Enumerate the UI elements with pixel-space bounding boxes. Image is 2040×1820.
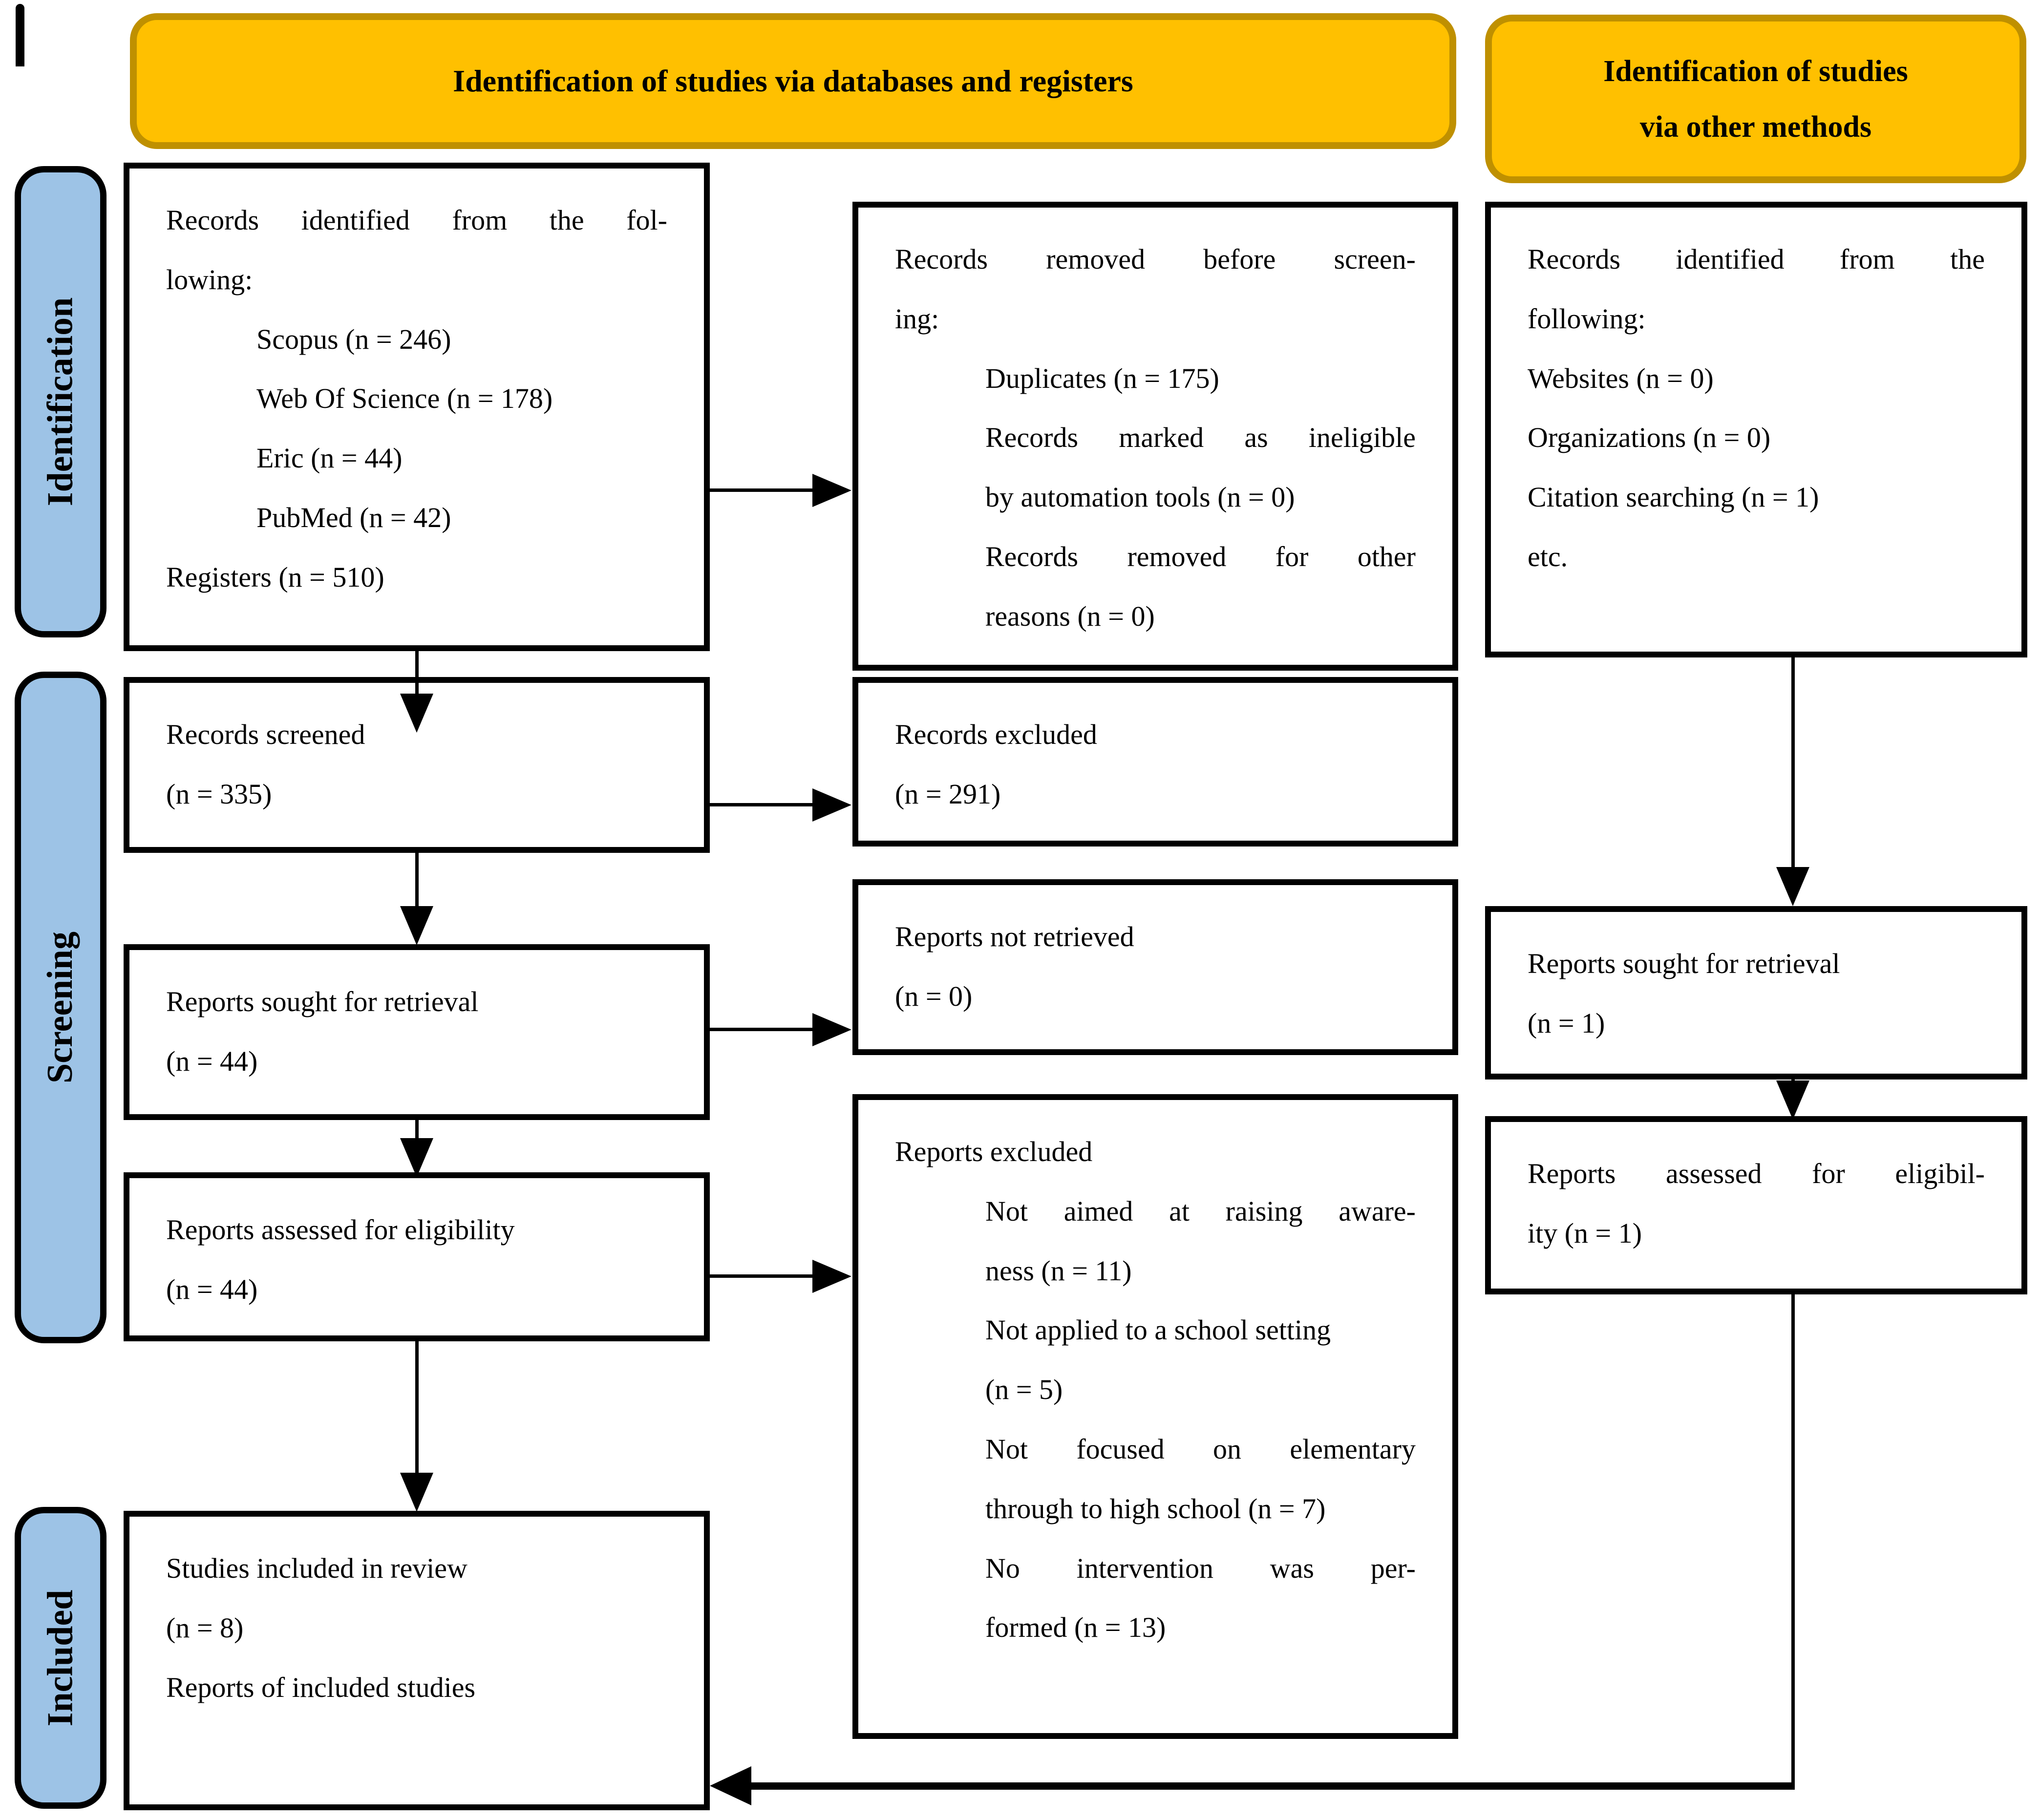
text-line: etc.: [1528, 540, 1568, 572]
arrow-shaft: [1791, 657, 1795, 869]
text-line: (n = 44): [166, 1273, 258, 1305]
stage-label-identification-text: Identification: [40, 297, 81, 507]
text-line: Reports of included studies: [166, 1671, 476, 1703]
text-line: lowing:: [166, 263, 253, 296]
box-reports-sought-retrieval-databases: Reports sought for retrieval (n = 44): [124, 944, 710, 1120]
banner-databases-registers-label: Identification of studies via databases …: [453, 63, 1133, 98]
text-line: Records marked as ineligible: [985, 422, 1416, 454]
arrow-down-head: [400, 1473, 433, 1512]
arrow-shaft: [1791, 1294, 1795, 1788]
stage-label-included: Included: [15, 1507, 106, 1809]
box-records-identified-other-methods: Records identified from the following: Web…: [1485, 202, 2027, 657]
box-records-identified-databases: Records identified from the fol-lowing:S…: [124, 163, 710, 651]
text-line: Citation searching (n = 1): [1528, 481, 1819, 513]
text-line: Websites (n = 0): [1528, 362, 1714, 394]
text-line: Duplicates (n = 175): [985, 362, 1219, 394]
arrow-shaft: [710, 1028, 815, 1031]
stage-label-screening: Screening: [15, 672, 106, 1343]
text-line: (n = 8): [166, 1611, 244, 1644]
text-line: Reports assessed for eligibility: [166, 1214, 515, 1246]
box-records-removed-before-screening: Records removed before screen-ing: Duplic…: [852, 202, 1458, 671]
text-line: Organizations (n = 0): [1528, 422, 1771, 454]
text-line: (n = 335): [166, 778, 272, 810]
text-line: Records identified from the: [1528, 243, 1985, 275]
box-reports-not-retrieved: Reports not retrieved (n = 0): [852, 879, 1458, 1055]
text-line: ity (n = 1): [1528, 1217, 1642, 1249]
arrow-shaft: [415, 651, 419, 696]
text-line: Records identified from the fol-: [166, 204, 667, 236]
text-line: Not applied to a school setting: [985, 1314, 1331, 1346]
text-line: (n = 0): [895, 980, 973, 1012]
arrow-left-head: [710, 1766, 751, 1805]
arrow-shaft: [415, 1341, 419, 1475]
arrow-down-head: [400, 906, 433, 945]
text-line: Records excluded: [895, 719, 1097, 750]
box-reports-assessed-eligibility-databases: Reports assessed for eligibility (n = 44): [124, 1172, 710, 1341]
text-line: (n = 291): [895, 778, 1001, 810]
text-line: following:: [1528, 302, 1646, 335]
box-reports-sought-retrieval-other: Reports sought for retrieval (n = 1): [1485, 906, 2027, 1079]
text-line: (n = 44): [166, 1045, 258, 1077]
banner-other-methods: Identification of studies via other meth…: [1485, 15, 2026, 183]
text-line: Reports not retrieved: [895, 921, 1134, 952]
arrow-shaft: [415, 1120, 419, 1141]
text-line: No intervention was per-: [985, 1552, 1416, 1584]
arrow-shaft: [710, 803, 815, 806]
stage-label-included-text: Included: [40, 1589, 81, 1726]
arrow-right-head: [812, 474, 851, 507]
text-line: Studies included in review: [166, 1552, 468, 1584]
text-line: Not aimed at raising aware-: [985, 1195, 1416, 1227]
text-line: (n = 5): [985, 1374, 1063, 1406]
text-line: Web Of Science (n = 178): [256, 382, 553, 415]
text-line: Records screened: [166, 719, 365, 750]
stage-label-screening-text: Screening: [40, 931, 81, 1084]
arrow-right-head: [812, 1013, 851, 1046]
arrow-shaft: [415, 853, 419, 909]
text-line: formed (n = 13): [985, 1611, 1166, 1644]
arrow-down-head: [400, 694, 433, 733]
arrow-shaft: [710, 488, 815, 492]
text-line: Reports sought for retrieval: [1528, 948, 1840, 979]
box-studies-included-review: Studies included in review (n = 8) Reports…: [124, 1511, 710, 1810]
decorative-corner-mark: [16, 4, 24, 66]
text-line: through to high school (n = 7): [985, 1492, 1326, 1524]
text-line: by automation tools (n = 0): [985, 481, 1295, 513]
text-line: ing:: [895, 302, 939, 335]
box-records-excluded: Records excluded (n = 291): [852, 677, 1458, 847]
text-line: Reports sought for retrieval: [166, 986, 479, 1017]
stage-label-identification: Identification: [15, 166, 106, 637]
text-line: PubMed (n = 42): [256, 501, 451, 533]
arrow-shaft: [710, 1274, 815, 1278]
arrow-shaft: [747, 1782, 1795, 1790]
arrow-down-head: [400, 1138, 433, 1177]
arrow-right-head: [812, 788, 851, 822]
text-line: Reports excluded: [895, 1136, 1093, 1167]
banner-other-methods-line2: via other methods: [1639, 110, 1872, 144]
box-reports-assessed-eligibility-other: Reports assessed for eligibil-ity (n = 1…: [1485, 1116, 2027, 1294]
text-line: Eric (n = 44): [256, 442, 403, 474]
text-line: Scopus (n = 246): [256, 323, 451, 355]
text-line: Records removed for other: [985, 540, 1416, 572]
text-line: ness (n = 11): [985, 1254, 1132, 1287]
text-line: Records removed before screen-: [895, 243, 1416, 275]
text-line: reasons (n = 0): [985, 600, 1155, 632]
arrow-down-head: [1776, 1080, 1809, 1120]
text-line: (n = 1): [1528, 1007, 1605, 1039]
arrow-down-head: [1776, 867, 1809, 906]
arrow-right-head: [812, 1260, 851, 1293]
text-line: Not focused on elementary: [985, 1433, 1416, 1465]
text-line: Registers (n = 510): [166, 561, 384, 593]
text-line: Reports assessed for eligibil-: [1528, 1158, 1985, 1189]
banner-other-methods-line1: Identification of studies: [1603, 54, 1908, 88]
banner-databases-registers: Identification of studies via databases …: [130, 13, 1456, 149]
